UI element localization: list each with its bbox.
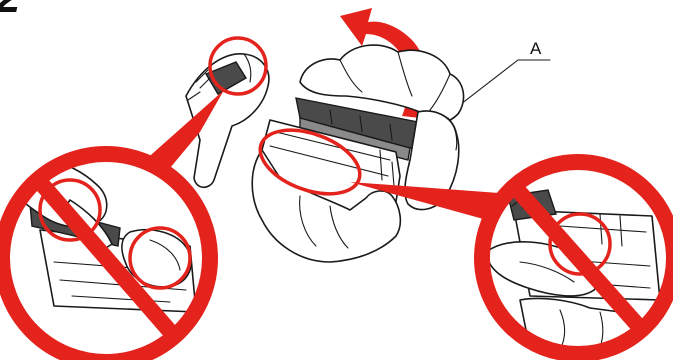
callout-a-label: A <box>530 39 542 58</box>
contacts-highlight-ellipse <box>258 128 362 196</box>
right-small-highlight <box>548 212 612 276</box>
prohibited-right-group <box>474 154 673 360</box>
curved-arrow-icon <box>340 8 429 118</box>
left-small-highlight-a <box>38 178 102 242</box>
central-hands-printhead <box>251 44 465 263</box>
top-left-highlight-circle <box>208 36 268 96</box>
left-small-highlight-b <box>128 226 192 290</box>
small-hand-top-left <box>185 53 270 189</box>
prohibited-left-group <box>0 146 218 360</box>
step-number: 2 <box>0 0 26 22</box>
